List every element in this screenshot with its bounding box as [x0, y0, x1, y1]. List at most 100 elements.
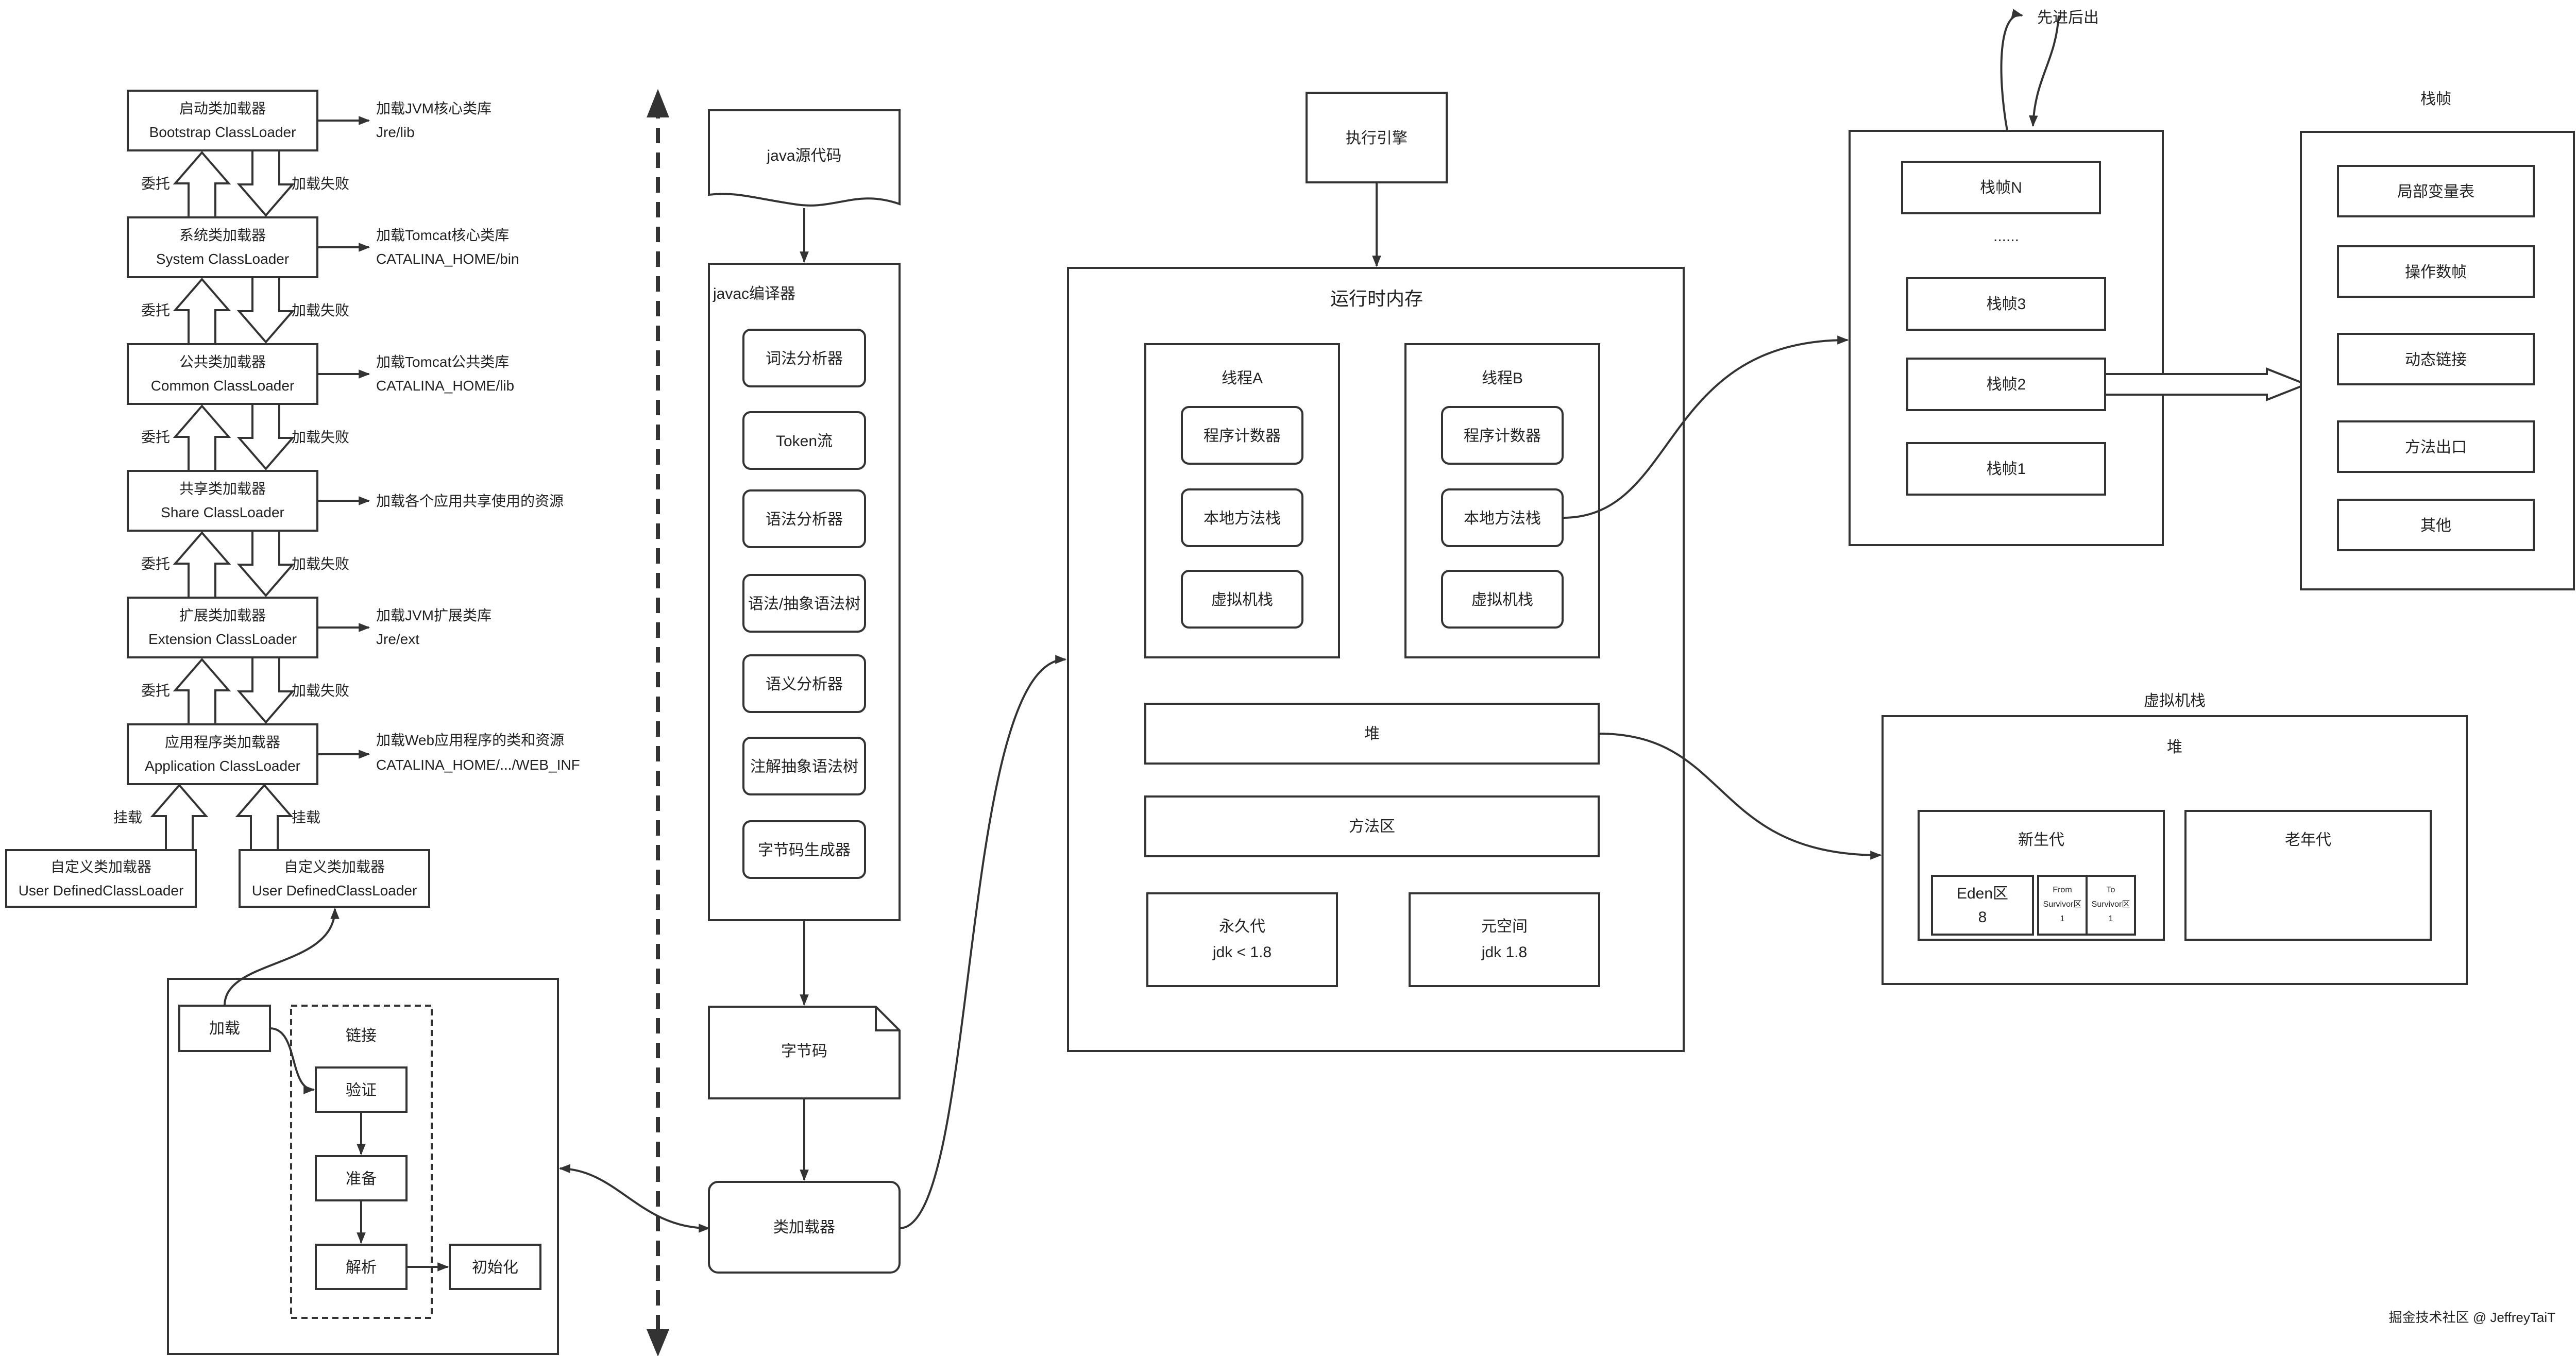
- system-note-1: 加载Tomcat核心类库: [376, 227, 509, 243]
- vm-heap: [1882, 715, 2468, 985]
- method-area-box: [1144, 795, 1600, 857]
- stack-group: [1849, 9, 2309, 546]
- frame-detail-title: 栈帧: [2420, 91, 2451, 108]
- compiler-step: 注解抽象语法树: [750, 758, 858, 775]
- eden-label: Eden区: [1957, 885, 2008, 902]
- thread-a-item: 虚拟机栈: [1211, 591, 1273, 608]
- extension-en: Extension ClassLoader: [148, 631, 297, 647]
- resolve-label: 解析: [346, 1259, 377, 1276]
- compiler-step-box: [742, 737, 866, 795]
- frame-detail: [2300, 131, 2575, 590]
- frame-detail-item: 动态链接: [2405, 351, 2467, 368]
- frame-detail-item: 其他: [2420, 517, 2451, 534]
- load-box: [178, 1005, 271, 1052]
- thread-b-title: 线程B: [1482, 370, 1523, 387]
- link-label: 链接: [346, 1027, 377, 1044]
- metaspace-name: 元空间: [1481, 918, 1528, 935]
- bootstrap-note-1: 加载JVM核心类库: [376, 100, 492, 116]
- frame-detail-item-box: [2337, 333, 2535, 385]
- permgen-name: 永久代: [1219, 918, 1265, 935]
- stack-frame-label: 栈帧1: [1987, 461, 2026, 478]
- frame-detail-item: 操作数帧: [2405, 264, 2467, 281]
- classloader-to-runtime-arrow: [899, 655, 1067, 1229]
- fail-arrow: [236, 530, 295, 598]
- thread-a-title: 线程A: [1222, 370, 1263, 387]
- divider-bottom-arrow: [647, 1329, 669, 1356]
- share-en: Share ClassLoader: [161, 504, 284, 520]
- frame-detail-box: [2300, 131, 2575, 590]
- compiler-step: 语法分析器: [766, 511, 843, 528]
- custom-loader-box-2: [239, 849, 430, 908]
- classloader-node-label: 类加载器: [773, 1219, 835, 1236]
- thread-a-item: 本地方法栈: [1204, 510, 1281, 527]
- extension-loader-box: [127, 597, 318, 658]
- fail-arrow: [236, 149, 295, 217]
- vmstack-title: 虚拟机栈: [2144, 692, 2206, 709]
- source-doc: [708, 109, 901, 207]
- class-lifecycle: [167, 907, 559, 1355]
- init-box: [449, 1244, 541, 1290]
- to-survivor-box: [2086, 875, 2136, 936]
- thread-a-item-box: [1181, 406, 1303, 465]
- stack-frame-label: ......: [1993, 228, 2019, 245]
- frame-detail-item-box: [2337, 499, 2535, 551]
- mount-label: 挂载: [113, 809, 142, 825]
- to-survivor-line2: Survivor区: [2092, 900, 2130, 909]
- from-survivor-line3: 1: [2060, 914, 2065, 923]
- stack-frame-label: 栈帧N: [1980, 179, 2022, 196]
- fail-label: 加载失败: [292, 556, 349, 572]
- extension-note-2: Jre/ext: [376, 631, 419, 647]
- delegate-arrow: [173, 657, 231, 725]
- compiler-step: 字节码生成器: [758, 842, 851, 859]
- heap-to-vmstack-arrow: [1598, 733, 1882, 860]
- delegate-arrow: [173, 531, 231, 599]
- lifecycle-frame: [167, 978, 559, 1355]
- system-loader-box: [127, 216, 318, 278]
- extension-note-1: 加载JVM扩展类库: [376, 607, 492, 623]
- heap-label: 堆: [1364, 725, 1380, 742]
- thread-b-item: 虚拟机栈: [1471, 591, 1533, 608]
- common-cn: 公共类加载器: [179, 354, 266, 370]
- application-note-2: CATALINA_HOME/.../WEB_INF: [376, 757, 580, 773]
- system-en: System ClassLoader: [156, 251, 289, 267]
- old-gen-label: 老年代: [2285, 832, 2331, 849]
- load-to-verify-arrow: [269, 1027, 315, 1094]
- compiler-step-box: [742, 574, 866, 633]
- delegate-label: 委托: [141, 556, 170, 572]
- bytecode-doc-fold: [875, 1007, 900, 1031]
- bootstrap-note-2: Jre/lib: [376, 124, 415, 140]
- eden-box: [1931, 875, 2034, 936]
- from-survivor-line1: From: [2053, 886, 2072, 894]
- compiler-step: 语义分析器: [766, 676, 843, 693]
- common-note-1: 加载Tomcat公共类库: [376, 354, 509, 370]
- thread-a-item: 程序计数器: [1204, 428, 1281, 445]
- bootstrap-loader-box: [127, 90, 318, 151]
- old-gen-box: [2184, 810, 2432, 941]
- application-loader-box: [127, 723, 318, 785]
- stack-frame-label: 栈帧3: [1987, 296, 2026, 313]
- fail-label: 加载失败: [292, 176, 349, 192]
- frame-detail-item: 方法出口: [2405, 439, 2467, 456]
- fail-label: 加载失败: [292, 683, 349, 699]
- engine-box: [1306, 92, 1448, 183]
- metaspace-ver: jdk 1.8: [1481, 944, 1527, 961]
- young-gen-box: [1918, 810, 2165, 941]
- eden-ratio: 8: [1978, 909, 1987, 926]
- custom1-cn: 自定义类加载器: [50, 859, 151, 875]
- divider-top-arrow: [647, 89, 669, 117]
- delegate-label: 委托: [141, 429, 170, 445]
- thread-b-item-box: [1441, 570, 1564, 629]
- runtime-memory: [1067, 92, 1882, 1052]
- delegate-label: 委托: [141, 302, 170, 318]
- bootstrap-en: Bootstrap ClassLoader: [149, 124, 296, 140]
- fail-arrow: [236, 403, 295, 471]
- compiler-step-box: [742, 820, 866, 879]
- system-cn: 系统类加载器: [179, 227, 266, 243]
- frame-detail-item-box: [2337, 165, 2535, 217]
- share-cn: 共享类加载器: [179, 481, 266, 497]
- classloader-to-lifecycle-arrow: [558, 1164, 710, 1233]
- thread-b-item: 程序计数器: [1464, 428, 1541, 445]
- mount-arrow: [150, 783, 209, 851]
- custom2-cn: 自定义类加载器: [284, 859, 385, 875]
- vm-heap-label: 堆: [2167, 739, 2182, 756]
